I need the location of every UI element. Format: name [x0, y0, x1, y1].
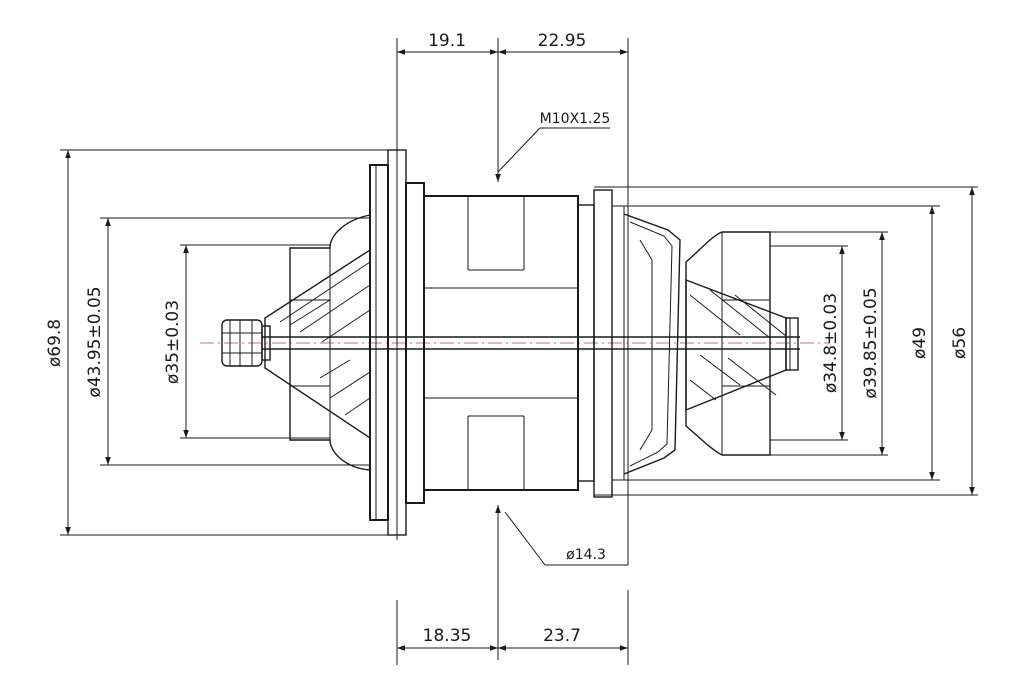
dim-dia-inner-right: ø34.8±0.03	[821, 293, 841, 393]
dim-dia-inner-left: ø35±0.03	[163, 300, 183, 384]
dim-bore: ø14.3	[566, 547, 606, 563]
compressor-wheel	[221, 149, 407, 536]
dim-dia-wheel-right: ø49	[910, 327, 930, 359]
dim-top-left: 19.1	[428, 31, 466, 51]
dim-top-right: 22.95	[538, 31, 587, 51]
dim-bottom-right: 23.7	[543, 626, 581, 646]
dim-dia-outer-left: ø69.8	[45, 319, 65, 367]
turbine-wheel	[593, 189, 799, 498]
dim-dia-outer-right: ø56	[950, 327, 970, 359]
dim-bottom-left: 18.35	[423, 626, 472, 646]
dimensions	[60, 38, 978, 665]
dim-dia-mid-left: ø43.95±0.05	[85, 286, 105, 397]
bearing-housing	[405, 182, 595, 504]
dim-thread: M10X1.25	[540, 111, 611, 127]
dim-dia-mid-right: ø39.85±0.05	[861, 287, 881, 398]
